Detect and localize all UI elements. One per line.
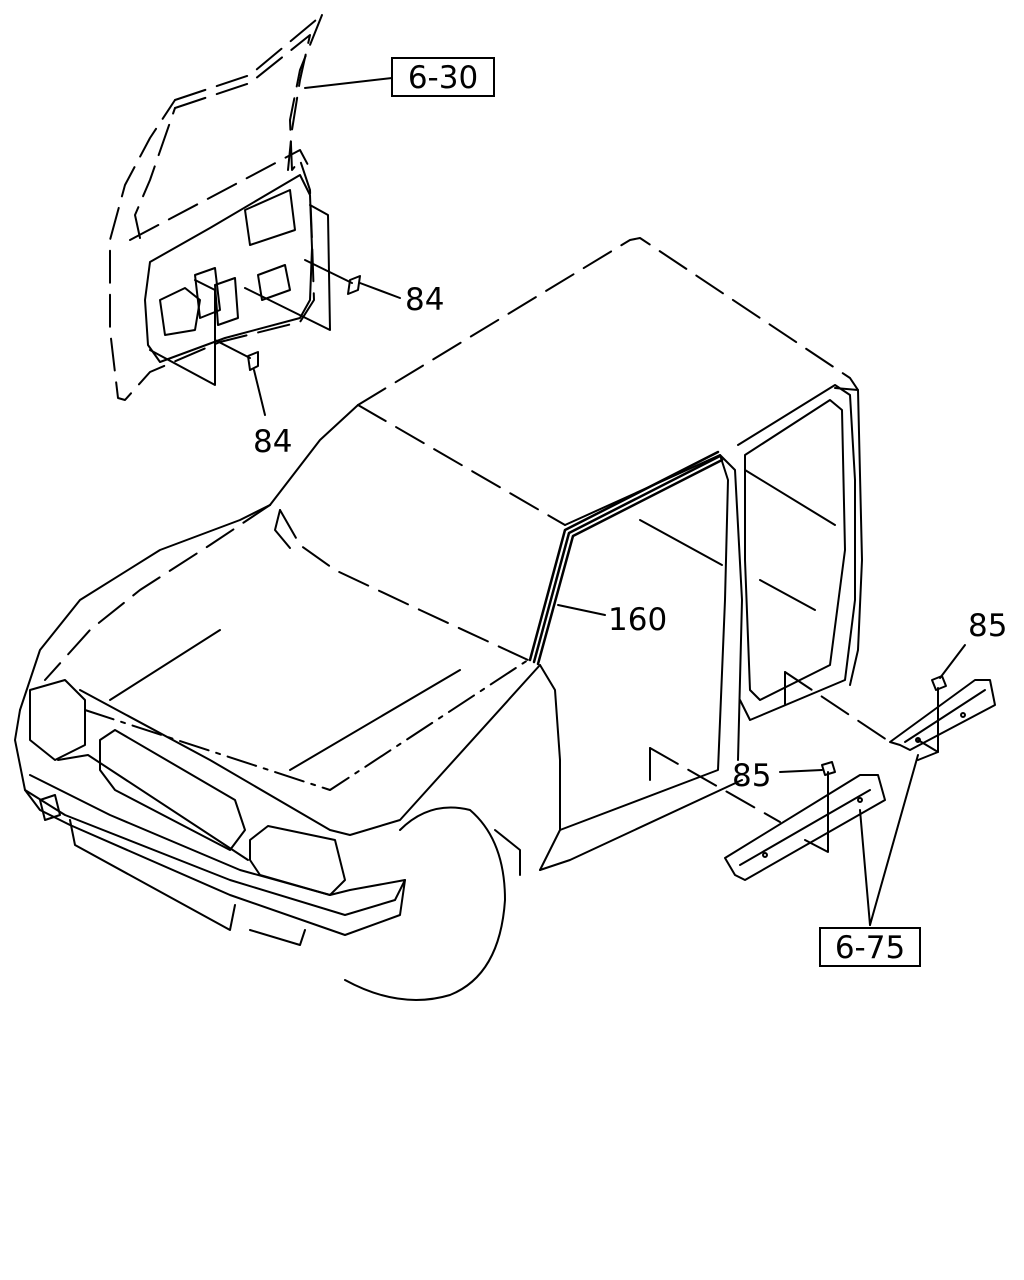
- pad-upper-label: 84: [405, 282, 444, 318]
- pad-lower-locator: 84: [149, 279, 292, 460]
- windshield-molding: 160: [528, 450, 724, 666]
- windshield-molding-label: 160: [608, 602, 667, 638]
- door-ref-box: 6-30: [391, 57, 495, 97]
- sill-ref-box: 6-75: [819, 927, 921, 967]
- pad-lower-label: 84: [253, 424, 292, 460]
- rear-sill-plate: 85: [779, 608, 1007, 761]
- sill-ref-label: 6-75: [835, 930, 905, 966]
- clip-rear-icon: [931, 675, 947, 691]
- door-ref-label: 6-30: [408, 60, 478, 96]
- clip-front-icon: [821, 761, 836, 776]
- front-sill-plate: 85: [644, 747, 886, 881]
- truck-body: [14, 237, 863, 1001]
- door-ref-leader: [304, 77, 393, 89]
- clip-front-label: 85: [732, 758, 771, 794]
- clip-rear-label: 85: [968, 608, 1007, 644]
- door-panel: [109, 14, 323, 401]
- sill-ref-leaders: [859, 754, 919, 926]
- pad-upper-locator: 84: [244, 204, 444, 331]
- pad-upper-icon: [347, 275, 361, 295]
- pad-lower-icon: [247, 351, 259, 371]
